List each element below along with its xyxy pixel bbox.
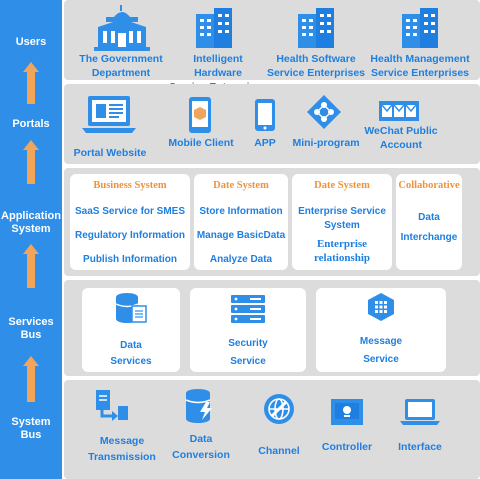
app-card-line: Interchange xyxy=(400,232,458,243)
service-label: Service xyxy=(230,356,266,367)
laptop-icon xyxy=(400,399,440,425)
up-arrow-icon xyxy=(23,356,39,402)
bus-controller: Controller xyxy=(321,441,373,453)
layer-sidebar: Users Portals Application System Service… xyxy=(0,0,62,479)
app-card-date-system-2: Date System Enterprise Service System En… xyxy=(292,174,392,270)
service-card-message: Message Service xyxy=(316,288,446,372)
bus-interface: Interface xyxy=(398,441,442,453)
layer-label-services-bus: Services Bus xyxy=(8,316,54,341)
app-card-date-system: Date System Store Information Manage Bas… xyxy=(194,174,288,270)
app-card-title: Business System xyxy=(93,180,167,191)
service-card-data: Data Services xyxy=(82,288,180,372)
portal-mobile-client: Mobile Client xyxy=(168,137,234,149)
mail-icon xyxy=(379,101,419,121)
services-band: Data Services Security Service Message S… xyxy=(64,280,480,376)
laptop-icon xyxy=(82,96,136,133)
app-card-line: Analyze Data xyxy=(209,254,273,265)
app-card-line: Store Information xyxy=(199,206,283,217)
government-building-icon xyxy=(94,5,150,51)
server-icon xyxy=(231,295,265,323)
office-building-icon xyxy=(402,8,438,48)
service-card-security: Security Service xyxy=(190,288,306,372)
application-band: Business System SaaS Service for SMES Re… xyxy=(64,168,480,276)
app-card-line: Enterprise Service xyxy=(298,206,386,217)
layer-label-portals: Portals xyxy=(12,118,50,130)
portals-band: Portal Website Mobile Client APP Mini-pr… xyxy=(64,84,480,164)
database-icon xyxy=(115,293,147,323)
service-label: Data xyxy=(120,340,142,351)
portal-app: APP xyxy=(254,137,276,149)
layer-label-system-bus: System Bus xyxy=(11,416,51,441)
mini-program-icon xyxy=(307,95,341,129)
app-card-business: Business System SaaS Service for SMES Re… xyxy=(70,174,190,270)
app-card-line: relationship xyxy=(313,252,371,264)
app-card-title: Collaborative xyxy=(398,180,460,191)
transfer-icon xyxy=(96,390,128,421)
app-card-line: System xyxy=(324,220,360,231)
up-arrow-icon xyxy=(23,244,39,288)
tablet-icon xyxy=(255,99,275,131)
service-label: Services xyxy=(110,356,152,367)
database-lightning-icon xyxy=(185,389,212,423)
app-card-line: SaaS Service for SMES xyxy=(74,206,186,217)
app-card-line: Regulatory Information xyxy=(74,230,185,241)
app-card-title: Date System xyxy=(314,180,370,191)
globe-icon xyxy=(264,394,294,424)
app-card-line: Enterprise xyxy=(316,238,368,250)
layer-label-application: Application System xyxy=(1,210,61,235)
app-card-line: Manage BasicData xyxy=(196,230,286,241)
portal-website: Portal Website xyxy=(73,147,147,159)
office-building-icon xyxy=(298,8,334,48)
portal-mini-program: Mini-program xyxy=(292,137,360,149)
smartphone-icon xyxy=(189,97,211,133)
service-label: Service xyxy=(363,354,399,365)
office-building-icon xyxy=(196,8,232,48)
service-label: Security xyxy=(228,338,268,349)
up-arrow-icon xyxy=(23,140,39,184)
layer-label-users: Users xyxy=(15,36,47,48)
service-label: Message xyxy=(359,336,403,347)
app-card-line: Publish Information xyxy=(83,254,177,265)
hexagon-grid-icon xyxy=(368,293,394,321)
bus-channel: Channel xyxy=(258,445,300,457)
vm-monitor-icon xyxy=(331,399,363,425)
up-arrow-icon xyxy=(23,62,39,104)
app-card-title: Date System xyxy=(213,180,269,191)
app-card-line: Data xyxy=(418,212,440,223)
app-card-collaborative: Collaborative Data Interchange xyxy=(396,174,462,270)
